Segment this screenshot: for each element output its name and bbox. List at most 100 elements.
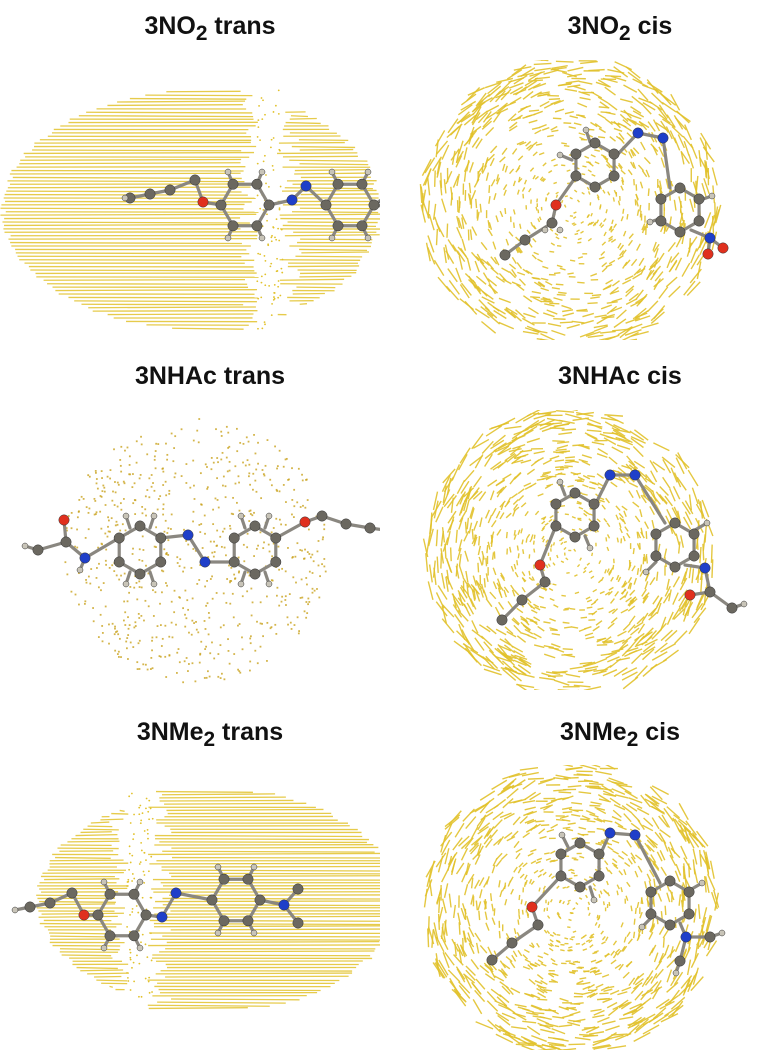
atom-C [228, 556, 240, 568]
atom-H [100, 944, 108, 952]
atom-N [286, 194, 298, 206]
atom-H [556, 151, 564, 159]
atom-C [593, 848, 605, 860]
atom-C [574, 837, 586, 849]
field-figure-3no2-cis [419, 60, 729, 340]
atom-C [726, 602, 738, 614]
atom-H [11, 906, 19, 914]
atom-C [589, 137, 601, 149]
atom-H [364, 234, 372, 242]
atom-C [683, 908, 695, 920]
atom-C [189, 174, 201, 186]
atom-N [300, 180, 312, 192]
atom-O [78, 909, 90, 921]
atom-N [79, 552, 91, 564]
atom-H [698, 879, 706, 887]
molecule [499, 126, 729, 261]
atom-H [100, 878, 108, 886]
atom-C [674, 226, 686, 238]
atom-H [150, 580, 158, 588]
title-main: 3NHAc [134, 362, 217, 390]
atom-C [332, 220, 344, 232]
bond [530, 875, 562, 909]
atom-C [688, 550, 700, 562]
atom-C [263, 199, 275, 211]
atom-O [550, 199, 562, 211]
atom-C [155, 556, 167, 568]
atom-C [569, 531, 581, 543]
atom-C [254, 894, 266, 906]
atom-C [113, 532, 125, 544]
atom-O [684, 589, 696, 601]
atom-C [704, 586, 716, 598]
bond [274, 520, 307, 540]
atom-O [58, 514, 70, 526]
atom-C [608, 170, 620, 182]
atom-H [642, 568, 650, 576]
atom-C [645, 886, 657, 898]
atom-H [136, 878, 144, 886]
atom-H [703, 519, 711, 527]
atom-C [227, 220, 239, 232]
title-tail: cis [640, 362, 682, 390]
atom-C [669, 561, 681, 573]
title-main: 3NO [567, 12, 620, 40]
atom-C [496, 614, 508, 626]
molecule [121, 168, 380, 242]
atom-C [704, 931, 716, 943]
atom-H [21, 542, 29, 550]
bond [661, 136, 672, 190]
title-tail: cis [630, 12, 673, 40]
atom-H [364, 168, 372, 176]
title-subscript: 2 [195, 22, 208, 45]
atom-C [486, 954, 498, 966]
panel-title-3nme2-trans: 3NMe2 trans [20, 718, 400, 752]
atom-O [299, 516, 311, 528]
atom-C [251, 220, 263, 232]
atom-C [332, 178, 344, 190]
atom-C [251, 178, 263, 190]
atom-H [586, 544, 594, 552]
atom-N [156, 911, 168, 923]
atom-C [218, 873, 230, 885]
atom-H [740, 600, 748, 608]
atom-H [590, 896, 598, 904]
atom-N [657, 132, 669, 144]
atom-H [718, 929, 726, 937]
atom-C [218, 915, 230, 927]
atom-C [113, 556, 125, 568]
atom-C [24, 901, 36, 913]
atom-C [546, 217, 558, 229]
atom-O [197, 196, 209, 208]
atom-H [558, 831, 566, 839]
atom-H [328, 234, 336, 242]
atom-C [688, 528, 700, 540]
atom-C [669, 517, 681, 529]
panel-title-3nme2-cis: 3NMe2 cis [430, 718, 760, 752]
atom-C [655, 193, 667, 205]
atom-C [44, 897, 56, 909]
title-subscript: 2 [619, 22, 631, 45]
atom-H [214, 863, 222, 871]
atom-O [717, 242, 729, 254]
atom-C [550, 498, 562, 510]
atom-C [228, 532, 240, 544]
atom-C [164, 184, 176, 196]
atom-C [320, 199, 332, 211]
atom-N [699, 562, 711, 574]
atom-H [672, 969, 680, 977]
molecule [496, 469, 748, 626]
atom-H [150, 512, 158, 520]
atom-C [92, 909, 104, 921]
atom-H [250, 929, 258, 937]
atom-H [224, 168, 232, 176]
bond [83, 536, 121, 560]
atom-H [541, 226, 549, 234]
field-lines [36, 790, 380, 1010]
atom-C [227, 178, 239, 190]
atom-H [237, 580, 245, 588]
atom-N [680, 931, 692, 943]
atom-N [170, 887, 182, 899]
atom-C [128, 930, 140, 942]
atom-C [128, 888, 140, 900]
